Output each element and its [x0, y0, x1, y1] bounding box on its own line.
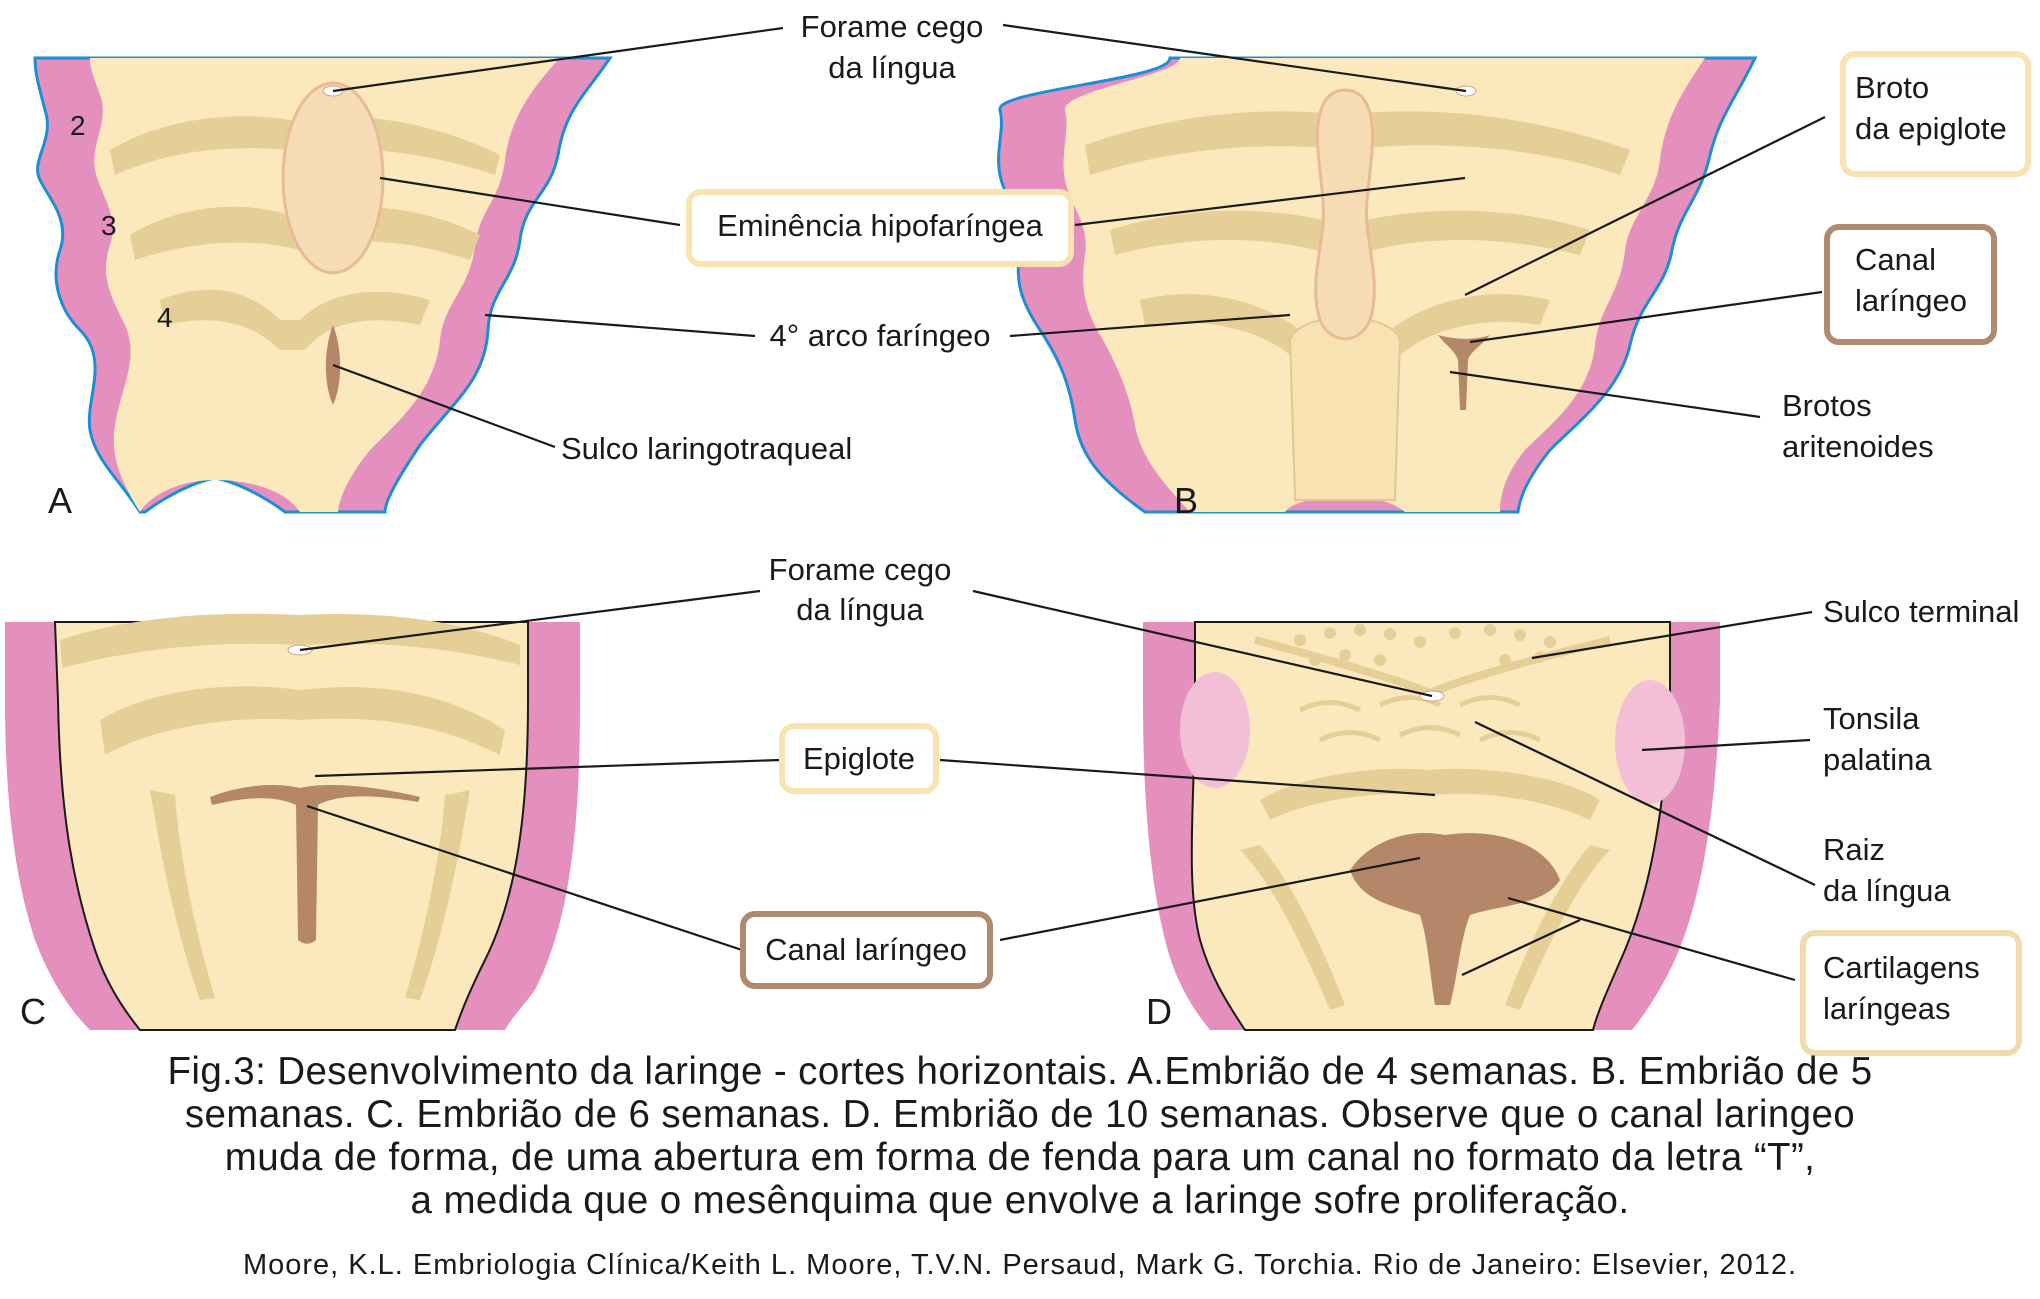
leader-lines [299, 23, 1826, 982]
panel-b-pharynx-floor [1063, 58, 1705, 512]
eminencia-hipofaringea-label: Eminência hipofaríngea [717, 208, 1043, 243]
arch-4-label: 4 [157, 302, 173, 333]
panel-d-tonsil-right [1615, 680, 1685, 804]
panel-d-lingual-tonsil-ridges [1298, 695, 1542, 743]
arch-3-label: 3 [101, 210, 117, 241]
panel-d: D [1143, 621, 1720, 1032]
cartilagens-box [1800, 930, 2022, 1056]
panel-a-pharynx-floor [90, 58, 560, 512]
panel-d-tonsil-left [1180, 672, 1250, 788]
epiglote-label: Epiglote [803, 741, 915, 776]
panel-c-aryepiglottic-right [405, 790, 470, 1000]
panel-d-cartilage-right [1505, 845, 1610, 1010]
epiglote-box [779, 723, 939, 794]
broto-epiglote-label-line1: Broto [1855, 70, 1929, 105]
panel-c-tongue-fold [60, 613, 520, 668]
canal-laringeo-b-label-line2: laríngeo [1855, 283, 1967, 318]
cartilagens-laringeas-label-line1: Cartilagens [1823, 950, 1980, 985]
panel-b-letter: B [1174, 480, 1198, 521]
panel-b-arch-shading-lower [1140, 294, 1550, 355]
panel-c-aryepiglottic-left [150, 790, 215, 1000]
arch-2-label: 2 [70, 110, 86, 141]
raiz-lingua-label-line1: Raiz [1823, 832, 1885, 867]
panel-a-letter: A [48, 480, 72, 521]
forame-cego-cd-label-line2: da língua [796, 592, 924, 627]
caption-line-2: semanas. C. Embrião de 6 semanas. D. Emb… [184, 1093, 1856, 1136]
panel-c-letter: C [20, 991, 46, 1032]
panel-b-arytenoid-swellings [1288, 316, 1402, 501]
labels: Forame cego da língua Eminência hipofarí… [561, 9, 2019, 1026]
canal-b-box [1824, 224, 1997, 345]
caption-line-1: Fig.3: Desenvolvimento da laringe - cort… [167, 1050, 1873, 1093]
panel-b-laryngeal-inlet [1438, 335, 1490, 410]
sulco-laringotraqueal-label: Sulco laringotraqueal [561, 431, 852, 466]
sulco-terminal-label: Sulco terminal [1823, 594, 2019, 629]
forame-cego-label-line1: Forame cego [801, 9, 984, 44]
panel-c-t-shaped-canal [210, 785, 420, 944]
tonsila-palatina-label-line1: Tonsila [1823, 701, 1920, 736]
panel-a-arch-4-shading [160, 289, 430, 350]
brotos-aritenoides-label-line1: Brotos [1782, 388, 1872, 423]
caption-line-4: a medida que o mesênquima que envolve a … [410, 1179, 1630, 1222]
canal-laringeo-c-label: Canal laríngeo [765, 932, 967, 967]
caption-line-3: muda de forma, de uma abertura em forma … [224, 1136, 1816, 1179]
panel-c-epiglottis-arc [100, 686, 505, 755]
canal-c-box [740, 911, 993, 989]
tonsila-palatina-label-line2: palatina [1823, 742, 1932, 777]
brotos-aritenoides-label-line2: aritenoides [1782, 429, 1934, 464]
figure-source-citation: Moore, K.L. Embriologia Clínica/Keith L.… [242, 1249, 1798, 1281]
panel-b-epiglottal-bud [1314, 88, 1376, 341]
cartilagens-laringeas-label-line2: laríngeas [1823, 991, 1951, 1026]
panel-b: B [997, 56, 1758, 521]
panel-d-letter: D [1146, 991, 1172, 1032]
forame-cego-label-line2: da língua [828, 50, 956, 85]
label-boxes [686, 51, 2031, 1056]
panel-a: 2 3 4 A [33, 56, 613, 521]
canal-laringeo-b-label-line1: Canal [1855, 242, 1936, 277]
forame-cego-cd-label-line1: Forame cego [769, 552, 952, 587]
panel-a-hypopharyngeal-eminence [281, 81, 385, 275]
eminencia-box [686, 189, 1074, 267]
panel-c: C [5, 613, 580, 1032]
arco-faringeo-label: 4° arco faríngeo [770, 318, 991, 353]
figure-caption: Fig.3: Desenvolvimento da laringe - cort… [0, 1050, 2040, 1222]
panel-d-laryngeal-inlet [1350, 833, 1560, 1005]
broto-epiglote-label-line2: da epiglote [1855, 111, 2007, 146]
raiz-lingua-label-line2: da língua [1823, 873, 1951, 908]
panel-d-cartilage-left [1240, 845, 1345, 1010]
broto-box [1840, 51, 2031, 177]
